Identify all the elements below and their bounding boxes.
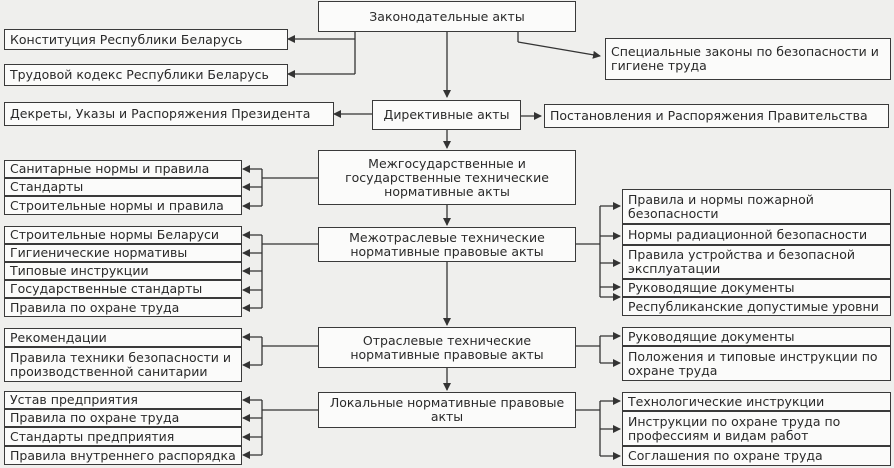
dir-left-decrees: Декреты, Указы и Распоряжения Президента: [4, 102, 334, 126]
intersectoral-left-item: Государственные стандарты: [4, 280, 242, 298]
intersectoral-right-item: Руководящие документы: [622, 279, 891, 297]
center-box-interstate: Межгосударственные и государственные тех…: [318, 150, 576, 205]
leg-left-constitution: Конституция Республики Беларусь: [4, 29, 288, 50]
center-box-local: Локальные нормативные правовые акты: [318, 392, 576, 428]
local-right-item: Инструкции по охране труда по профессиям…: [622, 411, 891, 446]
intersectoral-left-item: Гигиенические нормативы: [4, 244, 242, 262]
sectoral-right-item: Руководящие документы: [622, 327, 891, 346]
intersectoral-left-item: Правила по охране труда: [4, 298, 242, 317]
center-box-intersectoral: Межотраслевые технические нормативные пр…: [318, 227, 576, 262]
interstate-left-item: Стандарты: [4, 178, 242, 196]
intersectoral-right-item: Нормы радиационной безопасности: [622, 224, 891, 245]
interstate-left-item: Санитарные нормы и правила: [4, 160, 242, 178]
local-left-item: Правила по охране труда: [4, 409, 242, 427]
local-left-item: Правила внутреннего распорядка: [4, 446, 242, 465]
leg-left-labor-code: Трудовой кодекс Республики Беларусь: [4, 64, 288, 86]
local-left-item: Стандарты предприятия: [4, 427, 242, 446]
intersectoral-right-item: Республиканские допустимые уровни: [622, 297, 891, 316]
sectoral-right-item: Положения и типовые инструкции по охране…: [622, 346, 891, 381]
intersectoral-right-item: Правила и нормы пожарной безопасности: [622, 189, 891, 224]
local-left-item: Устав предприятия: [4, 391, 242, 409]
dir-right-government: Постановления и Распоряжения Правительст…: [544, 104, 889, 128]
sectoral-left-item: Правила техники безопасности и производс…: [4, 347, 242, 382]
interstate-left-item: Строительные нормы и правила: [4, 196, 242, 215]
intersectoral-right-item: Правила устройства и безопасной эксплуат…: [622, 245, 891, 279]
intersectoral-left-item: Типовые инструкции: [4, 262, 242, 280]
center-box-sectoral: Отраслевые технические нормативные право…: [318, 327, 576, 368]
center-box-directive: Директивные акты: [372, 100, 521, 130]
intersectoral-left-item: Строительные нормы Беларуси: [4, 226, 242, 244]
local-right-item: Технологические инструкции: [622, 392, 891, 411]
local-right-item: Соглашения по охране труда: [622, 446, 891, 466]
sectoral-left-item: Рекомендации: [4, 328, 242, 347]
center-box-legislative: Законодательные акты: [318, 1, 576, 32]
leg-right-special-laws: Специальные законы по безопасности и гиг…: [605, 38, 891, 80]
